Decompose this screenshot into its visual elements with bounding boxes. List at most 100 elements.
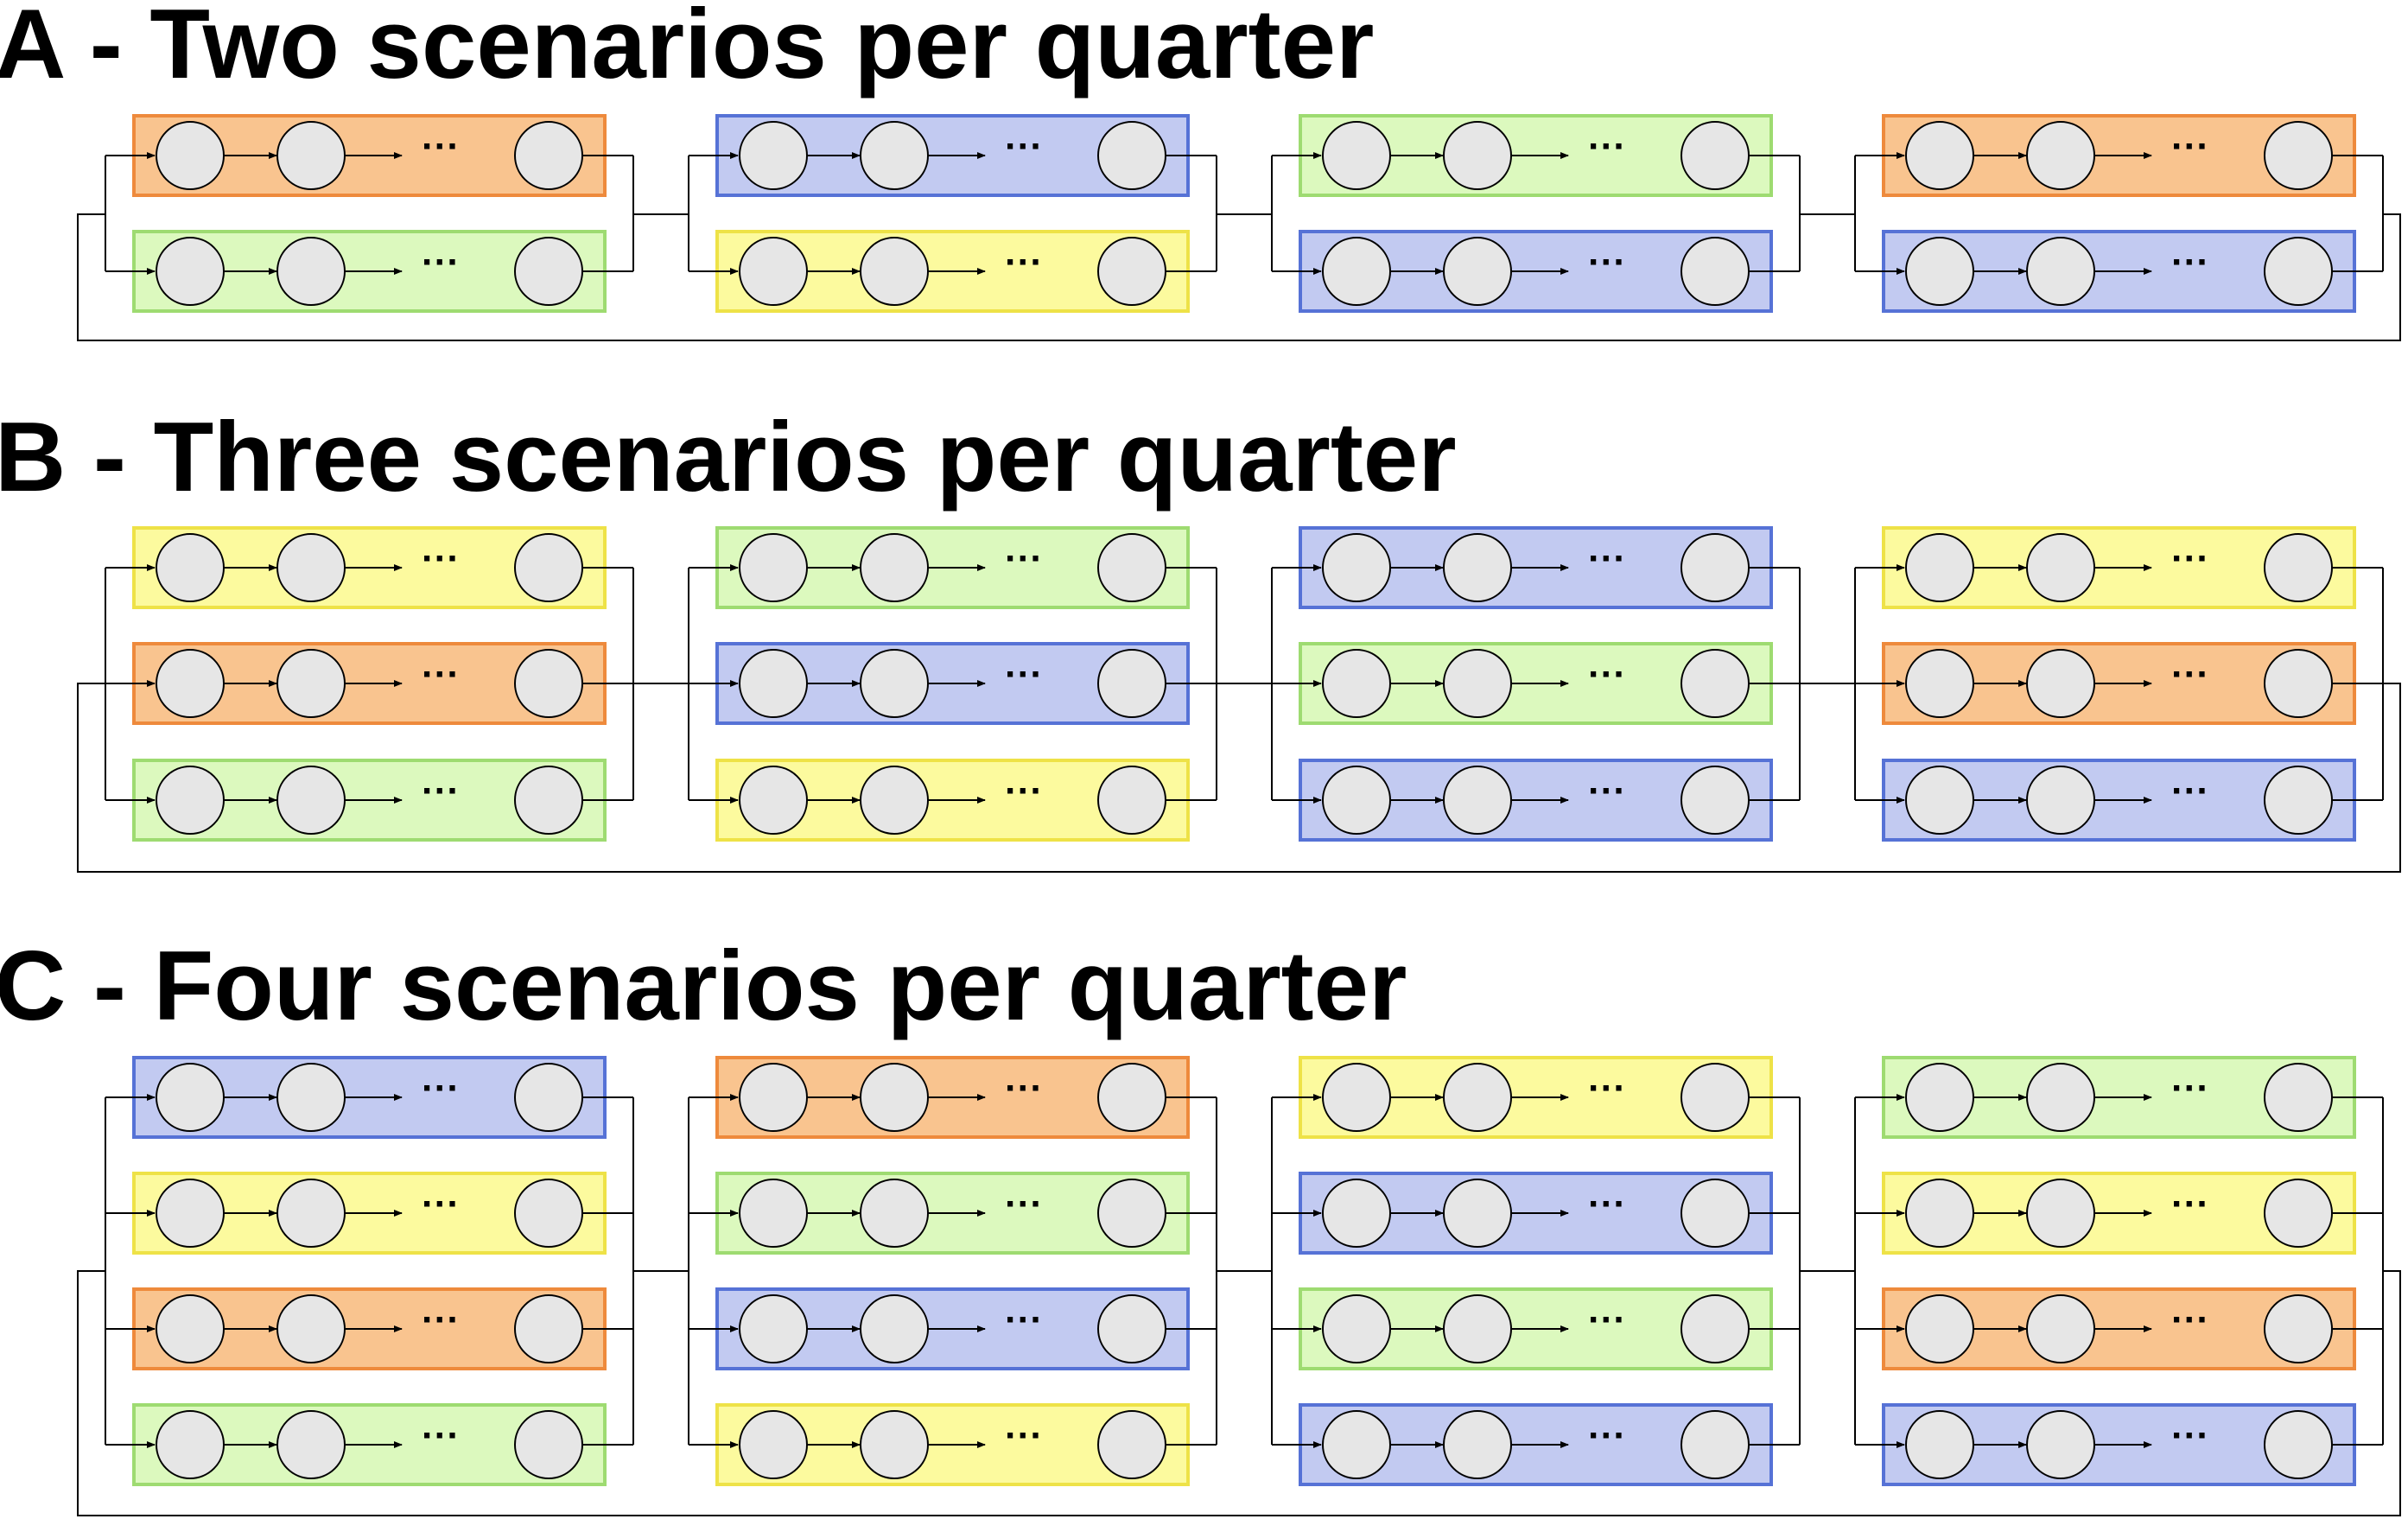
panel-c-title: C - Four scenarios per quarter [0,931,1407,1041]
state-node [739,1294,808,1363]
state-node [860,533,929,602]
state-node [2026,121,2095,190]
ellipsis-label: ··· [2171,537,2209,580]
state-node [1322,1410,1391,1479]
panel-a: ························ [77,114,2401,341]
ellipsis-label: ··· [1588,1299,1626,1341]
ellipsis-label: ··· [1005,1414,1043,1457]
state-node [1443,1294,1512,1363]
state-node [2026,1410,2095,1479]
state-node [1322,237,1391,306]
ellipsis-label: ··· [1588,770,1626,812]
state-node [276,1294,346,1363]
ellipsis-label: ··· [422,125,460,168]
state-node [739,766,808,835]
ellipsis-label: ··· [1588,1183,1626,1225]
state-node [1097,533,1166,602]
state-node [1322,649,1391,718]
loop-back-line [77,213,2401,341]
state-node [1322,121,1391,190]
state-node [739,237,808,306]
ellipsis-label: ··· [1588,1067,1626,1109]
ellipsis-label: ··· [422,770,460,812]
state-node [1681,237,1750,306]
state-node [1681,1179,1750,1248]
ellipsis-label: ··· [2171,241,2209,283]
state-node [739,1063,808,1132]
state-node [1443,649,1512,718]
state-node [1097,237,1166,306]
state-node [276,1179,346,1248]
state-node [1322,1294,1391,1363]
state-node [276,766,346,835]
state-node [1681,533,1750,602]
state-node [514,1179,583,1248]
state-node [1681,766,1750,835]
loop-back-line [77,1270,2401,1516]
ellipsis-label: ··· [1005,125,1043,168]
state-node [156,766,225,835]
state-node [739,1179,808,1248]
state-node [1443,1063,1512,1132]
state-node [1443,1410,1512,1479]
state-node [860,1179,929,1248]
state-node [2264,1294,2333,1363]
state-node [2264,1410,2333,1479]
state-node [2264,533,2333,602]
state-node [1322,533,1391,602]
ellipsis-label: ··· [1005,1299,1043,1341]
state-node [739,1410,808,1479]
state-node [2026,237,2095,306]
state-node [860,237,929,306]
state-node [1322,1179,1391,1248]
state-node [860,1063,929,1132]
state-node [276,237,346,306]
state-node [1322,1063,1391,1132]
state-node [1097,1179,1166,1248]
state-node [514,533,583,602]
ellipsis-label: ··· [2171,125,2209,168]
state-node [276,533,346,602]
state-node [1905,766,1974,835]
state-node [860,766,929,835]
state-node [2264,1179,2333,1248]
state-node [2026,1294,2095,1363]
state-node [860,1294,929,1363]
ellipsis-label: ··· [422,1299,460,1341]
state-node [1443,766,1512,835]
state-node [1097,1063,1166,1132]
ellipsis-label: ··· [1005,653,1043,696]
ellipsis-label: ··· [422,1414,460,1457]
state-node [1681,1410,1750,1479]
ellipsis-label: ··· [1005,1183,1043,1225]
state-node [514,1410,583,1479]
state-node [514,766,583,835]
state-node [156,121,225,190]
ellipsis-label: ··· [422,537,460,580]
state-node [276,1063,346,1132]
state-node [276,121,346,190]
state-node [1905,1410,1974,1479]
state-node [1322,766,1391,835]
state-node [2264,237,2333,306]
state-node [156,649,225,718]
state-node [1905,1294,1974,1363]
state-node [2026,649,2095,718]
state-node [739,649,808,718]
state-node [514,121,583,190]
state-node [1905,237,1974,306]
ellipsis-label: ··· [1005,770,1043,812]
state-node [2026,766,2095,835]
state-node [156,1294,225,1363]
ellipsis-label: ··· [2171,770,2209,812]
state-node [514,1294,583,1363]
state-node [1681,121,1750,190]
ellipsis-label: ··· [1588,653,1626,696]
state-node [2264,649,2333,718]
state-node [514,1063,583,1132]
panel-b: ···································· [77,526,2401,873]
state-node [514,649,583,718]
state-node [276,649,346,718]
state-node [1905,121,1974,190]
state-node [156,1410,225,1479]
